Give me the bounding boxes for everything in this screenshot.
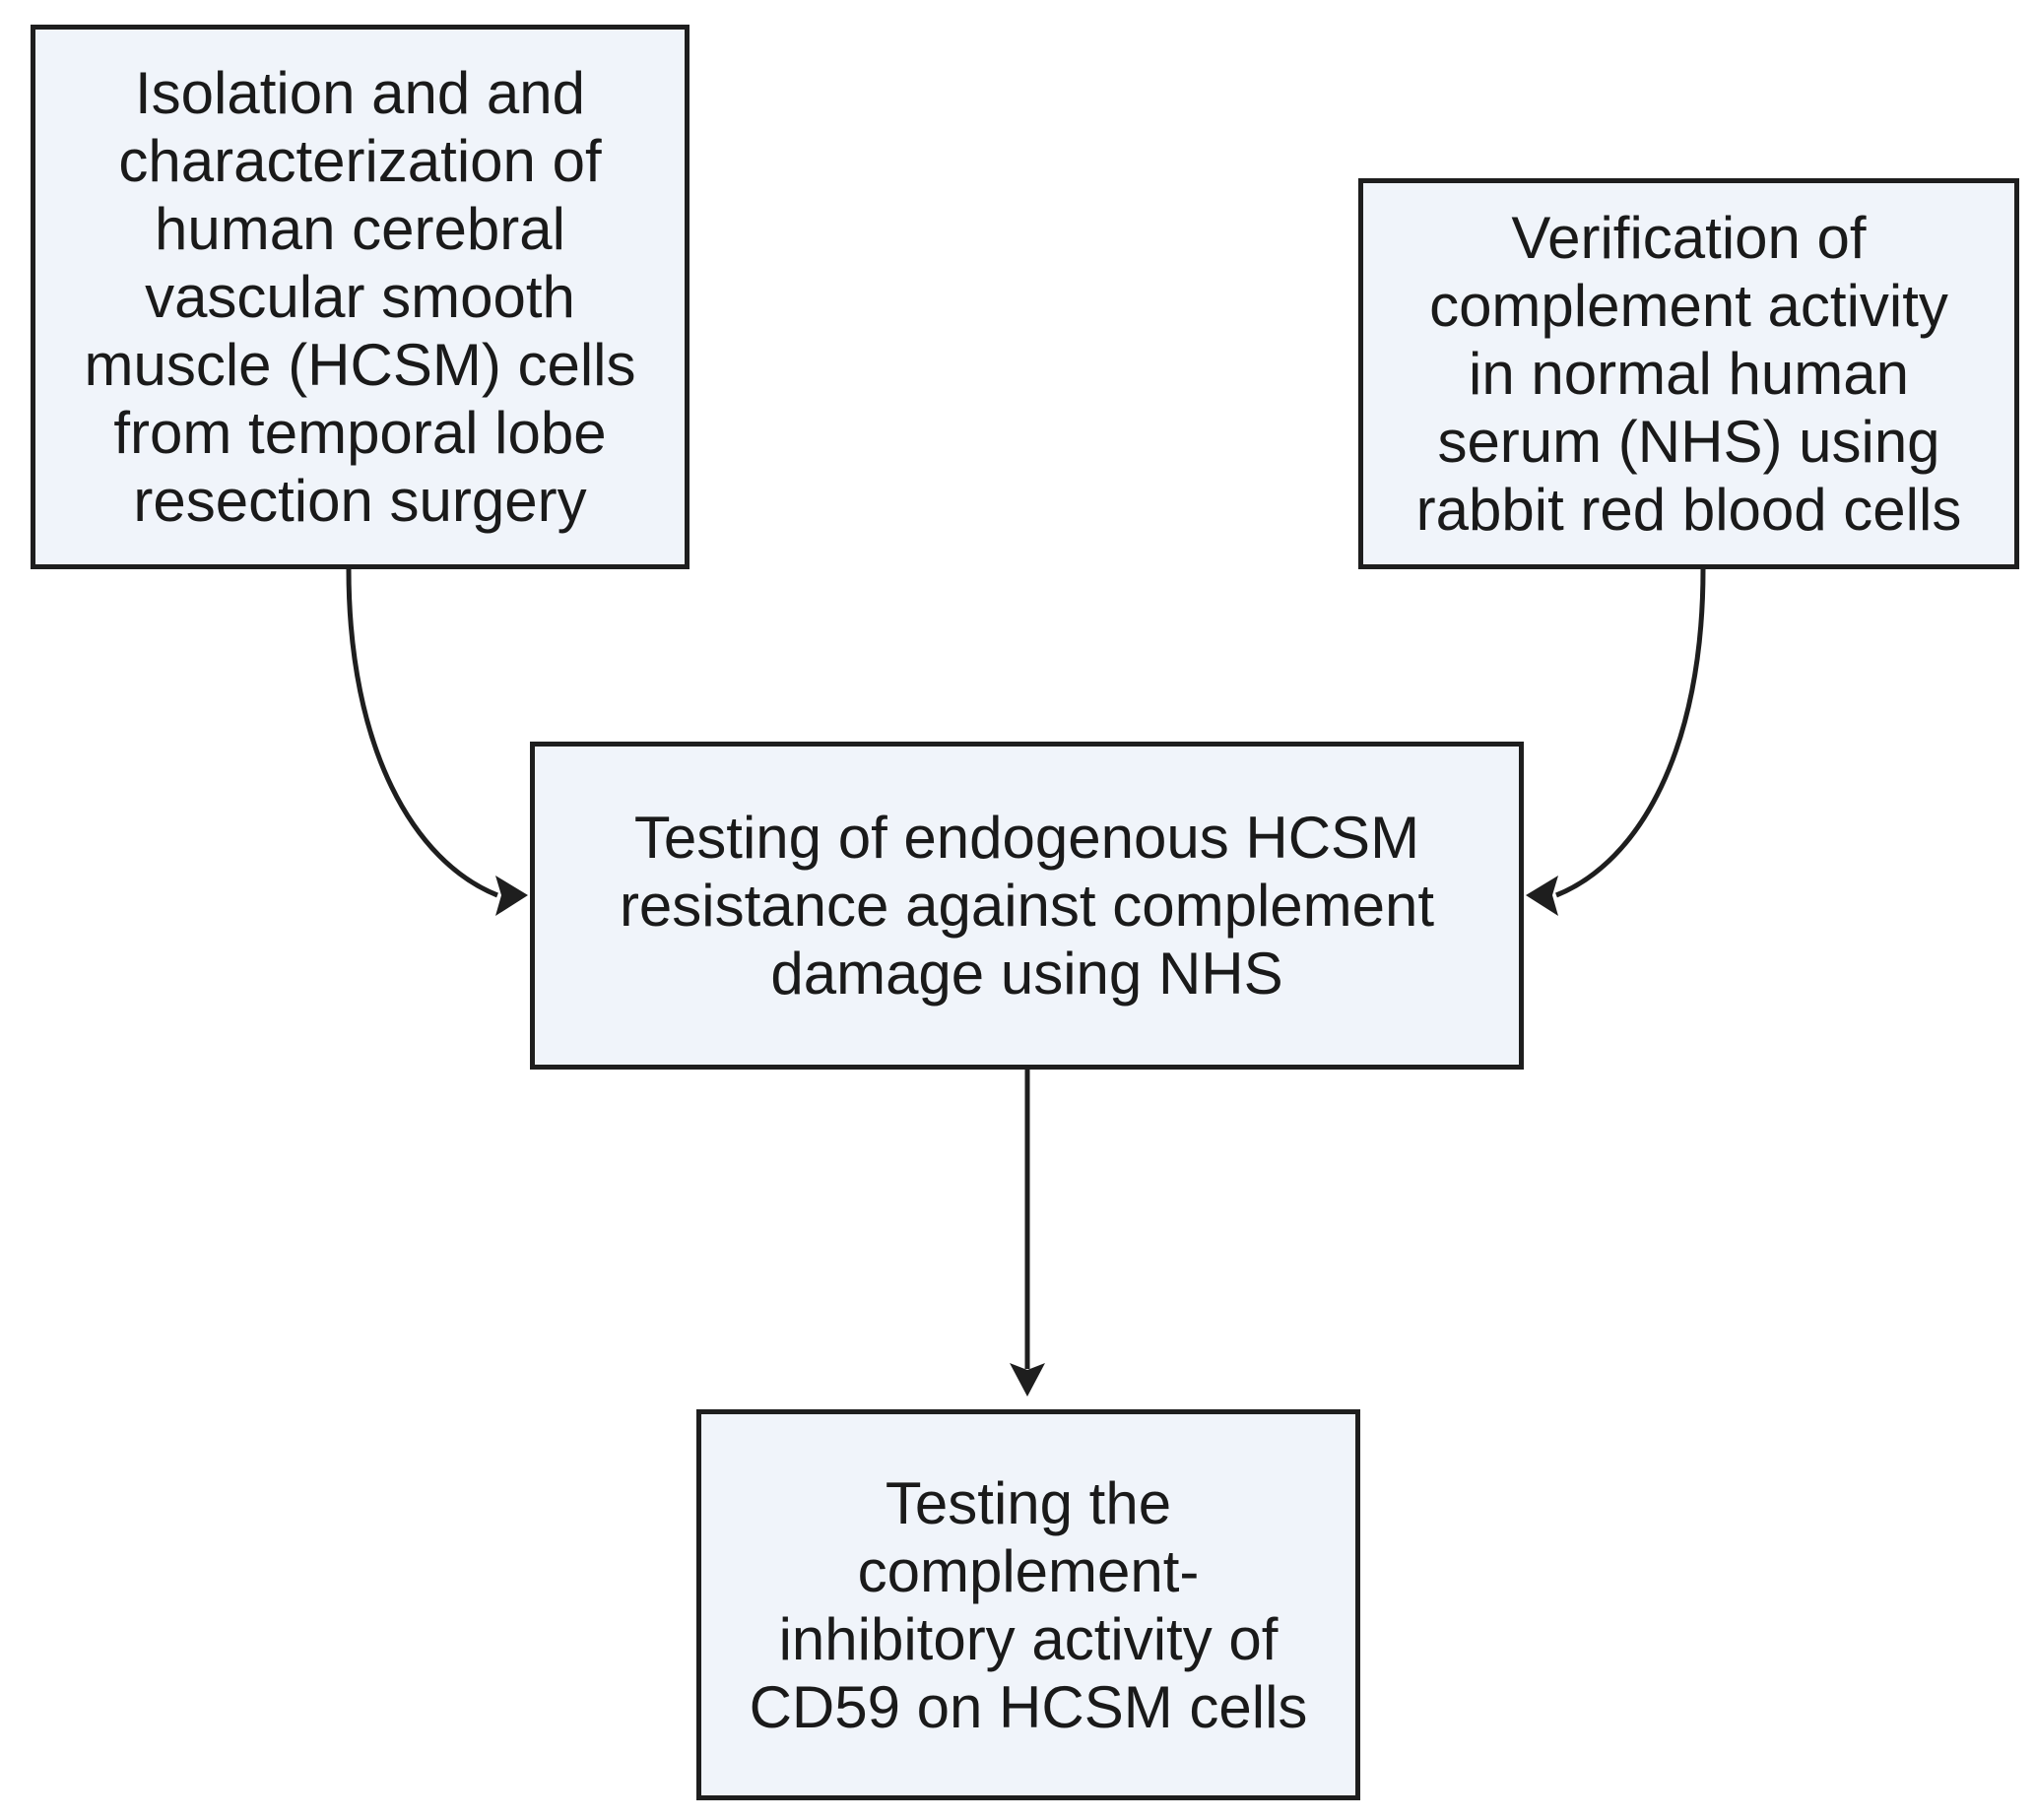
arrowhead-verification-to-testing-resistance xyxy=(1526,876,1558,916)
arrowhead-isolation-to-testing-resistance xyxy=(495,876,528,916)
arrow-isolation-to-testing-resistance xyxy=(346,568,498,898)
step-testing-cd59-label: Testing the complement- inhibitory activ… xyxy=(749,1469,1308,1740)
step-verification-label: Verification of complement activity in n… xyxy=(1415,205,1962,543)
step-isolation-label: Isolation and and characterization of hu… xyxy=(84,60,636,534)
arrow-verification-to-testing-resistance xyxy=(1555,568,1706,898)
step-testing-resistance-label: Testing of endogenous HCSM resistance ag… xyxy=(619,805,1435,1007)
step-verification-box: Verification of complement activity in n… xyxy=(1358,178,2019,569)
step-isolation-box: Isolation and and characterization of hu… xyxy=(31,25,689,569)
step-testing-resistance-box: Testing of endogenous HCSM resistance ag… xyxy=(530,742,1524,1070)
step-testing-cd59-box: Testing the complement- inhibitory activ… xyxy=(696,1409,1360,1800)
arrowhead-testing-resistance-to-testing-cd59 xyxy=(1010,1363,1045,1397)
